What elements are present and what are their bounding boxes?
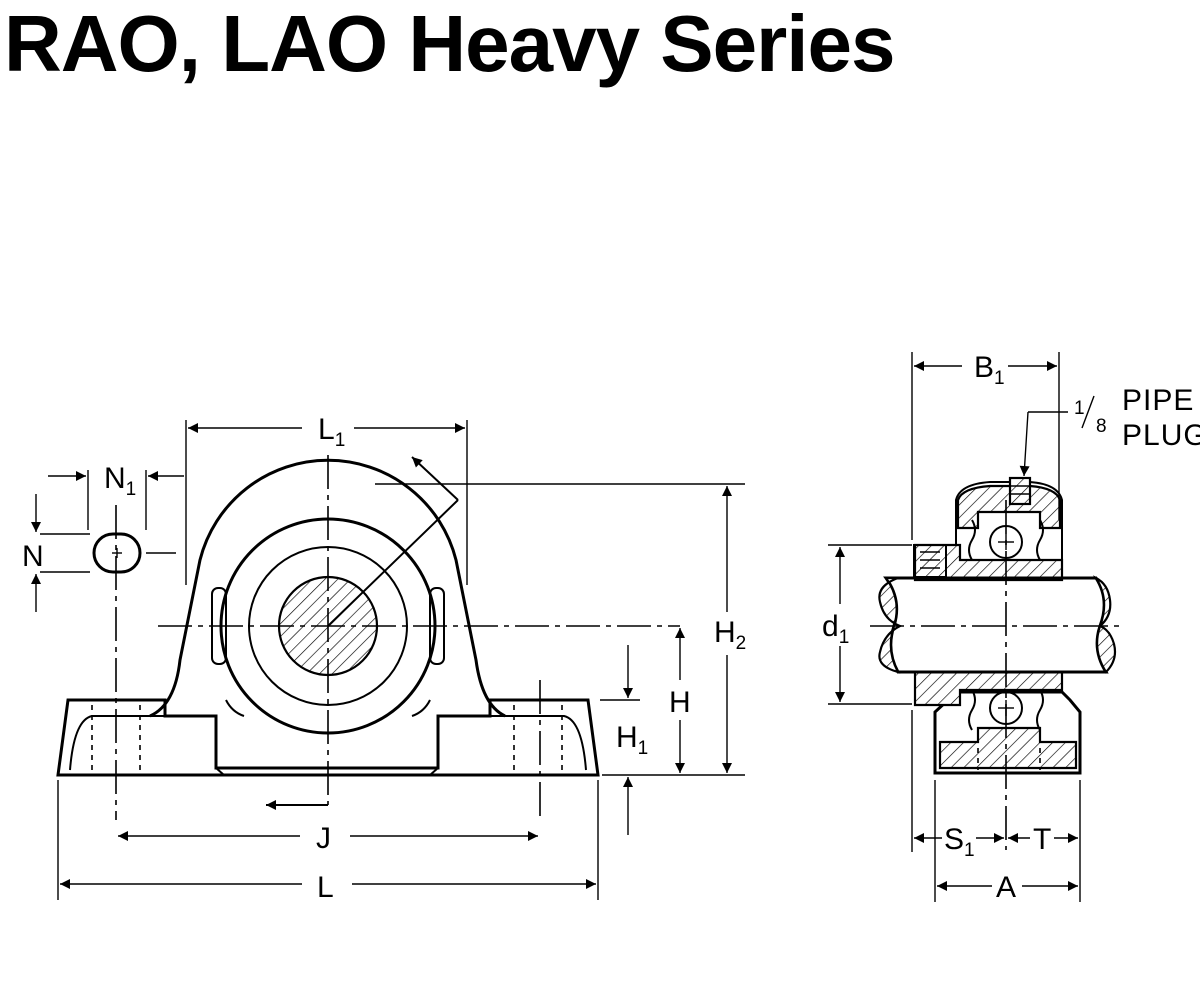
pipe-plug-line2: PLUG <box>1122 419 1200 452</box>
front-dimensions <box>31 420 745 900</box>
pipe-plug-line1: PIPE <box>1122 384 1194 417</box>
label-h1: H1 <box>616 721 648 759</box>
label-h2: H2 <box>714 616 746 654</box>
label-j: J <box>316 822 331 855</box>
side-shaft <box>883 576 1109 674</box>
side-housing-outline <box>933 690 1082 775</box>
label-l: L <box>317 871 334 904</box>
label-n1: N1 <box>104 462 136 500</box>
label-a: A <box>996 871 1016 904</box>
slot-detail <box>92 532 142 574</box>
label-t: T <box>1033 823 1051 856</box>
label-s1: S1 <box>944 823 975 861</box>
front-view <box>40 455 680 820</box>
pipe-plug-note: 1 8 PIPE PLUG <box>1074 384 1200 452</box>
label-b1: B1 <box>974 351 1005 389</box>
label-d1: d1 <box>822 610 849 648</box>
label-n: N <box>22 540 44 573</box>
pipe-plug-fraction-num: 1 <box>1074 398 1085 419</box>
side-view <box>870 476 1120 850</box>
label-l1: L1 <box>318 413 345 451</box>
side-dimensions <box>828 352 1081 902</box>
label-h: H <box>669 686 691 719</box>
page-title: RAO, LAO Heavy Series <box>4 0 895 88</box>
pipe-plug-fraction-den: 8 <box>1096 416 1107 437</box>
